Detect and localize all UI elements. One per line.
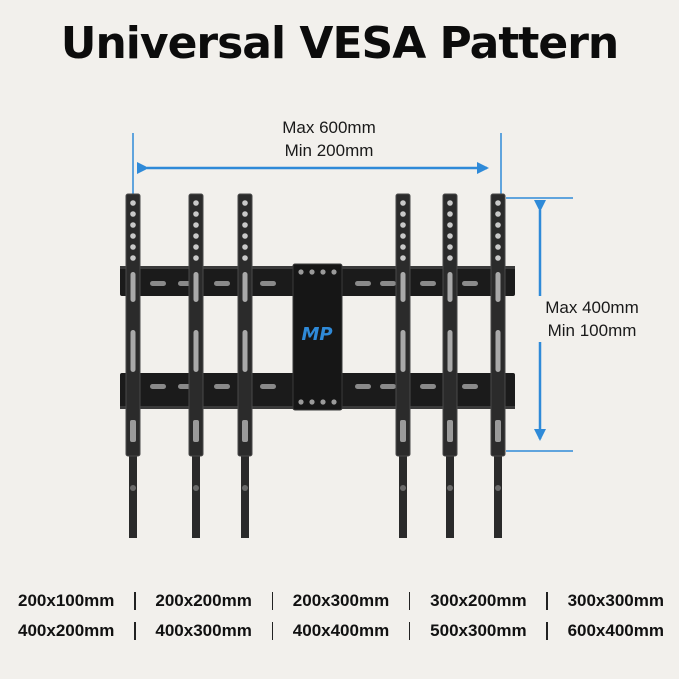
- size-item: 400x200mm: [18, 621, 115, 640]
- divider: [271, 622, 274, 640]
- size-row: 200x100mm 200x200mm 200x300mm 300x200mm …: [18, 586, 664, 616]
- vertical-arms: [125, 193, 506, 538]
- mounting-arm: [125, 193, 141, 538]
- mounting-arm: [188, 193, 204, 538]
- mounting-arm: [490, 193, 506, 538]
- size-item: 200x100mm: [18, 591, 115, 610]
- brand-logo: MP: [301, 324, 332, 345]
- divider: [134, 622, 136, 640]
- divider: [134, 592, 136, 610]
- height-spec-label: Max 400mm Min 100mm: [527, 296, 657, 342]
- size-item: 500x300mm: [430, 621, 527, 640]
- mounting-arm: [237, 193, 253, 538]
- size-item: 400x400mm: [292, 621, 390, 640]
- size-item: 200x300mm: [292, 591, 390, 610]
- vesa-size-list: 200x100mm 200x200mm 200x300mm 300x200mm …: [18, 586, 664, 646]
- center-plate: MP: [292, 263, 343, 411]
- width-min: Min 200mm: [284, 141, 374, 160]
- divider: [546, 592, 548, 610]
- page-title: Universal VESA Pattern: [60, 18, 620, 69]
- width-spec-label: Max 600mm Min 200mm: [254, 116, 404, 162]
- height-max: Max 400mm: [545, 298, 639, 317]
- mounting-arm: [395, 193, 411, 538]
- size-item: 300x300mm: [567, 591, 664, 610]
- width-max: Max 600mm: [282, 118, 376, 137]
- mounting-arm: [442, 193, 458, 538]
- size-row: 400x200mm 400x300mm 400x400mm 500x300mm …: [18, 616, 664, 646]
- size-item: 200x200mm: [155, 591, 252, 610]
- size-item: 400x300mm: [155, 621, 252, 640]
- size-item: 300x200mm: [430, 591, 527, 610]
- height-min: Min 100mm: [547, 321, 637, 340]
- divider: [546, 622, 548, 640]
- divider: [408, 622, 411, 640]
- divider: [271, 592, 274, 610]
- size-item: 600x400mm: [567, 621, 664, 640]
- divider: [408, 592, 411, 610]
